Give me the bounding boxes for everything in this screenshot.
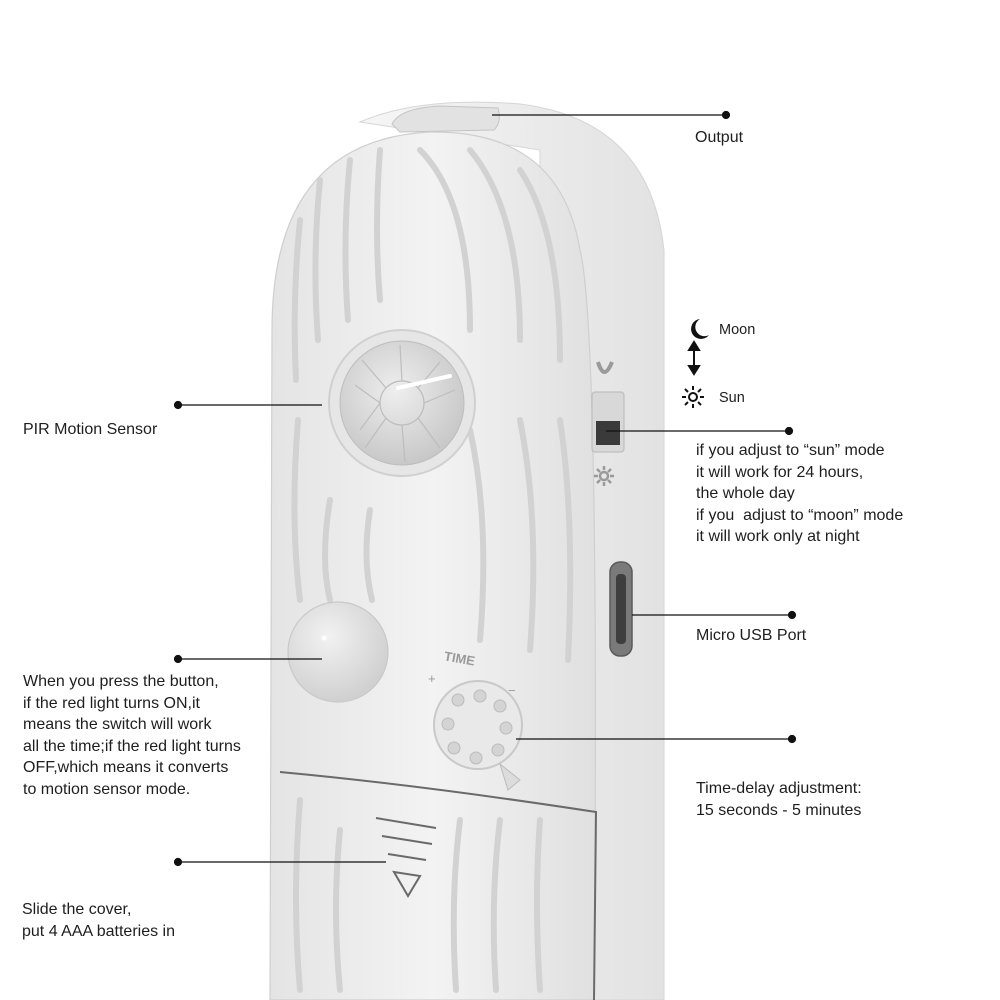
pir-sensor-dome	[339, 340, 465, 466]
battery-cover-seam	[279, 771, 598, 1000]
sun-label: Sun	[719, 390, 745, 406]
pir-highlight	[396, 374, 452, 390]
device-front-face	[269, 131, 596, 1000]
micro-usb-label: Micro USB Port	[696, 627, 807, 644]
dial-knobs	[441, 689, 513, 765]
time-delay-label: Time-delay adjustment: 15 seconds - 5 mi…	[696, 780, 862, 819]
button-note: When you press the button, if the red li…	[23, 673, 241, 798]
switch-mode-note: if you adjust to “sun” mode it will work…	[696, 442, 904, 545]
ribbed-grooves	[291, 147, 574, 993]
mode-switch-toggle	[596, 421, 620, 445]
moon-label: Moon	[719, 322, 756, 338]
leader-lines	[173, 110, 797, 867]
switch-moon-engraving	[596, 361, 614, 374]
dial-plus-text: +	[428, 671, 436, 686]
moon-icon	[691, 319, 709, 339]
battery-cover-label: Slide the cover, put 4 AAA batteries in	[22, 901, 175, 940]
cover-slide-marker	[375, 817, 437, 898]
switch-sun-engraving	[594, 466, 614, 486]
micro-usb-inner	[616, 574, 626, 644]
button-led	[321, 635, 327, 641]
pir-facets	[354, 344, 456, 463]
pir-sensor-label: PIR Motion Sensor	[23, 421, 158, 438]
dial-minus-text: −	[508, 683, 516, 698]
double-arrow-icon	[687, 340, 701, 376]
mode-button	[287, 601, 389, 703]
output-label: Output	[695, 129, 744, 146]
dial-pointer	[499, 762, 521, 791]
sun-icon	[682, 386, 704, 408]
output-plug	[391, 105, 500, 133]
